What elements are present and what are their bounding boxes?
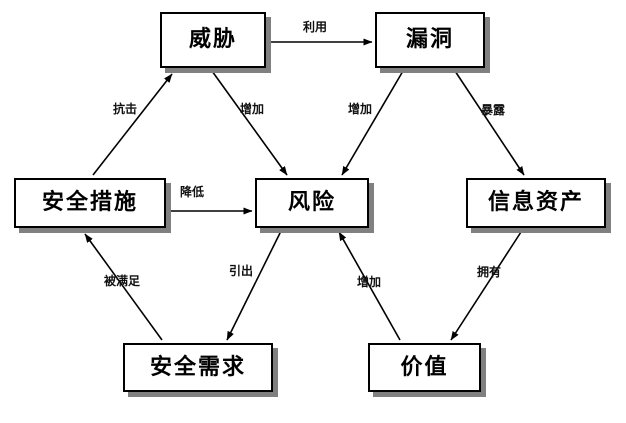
node-risk[interactable]: 风险 (255, 178, 369, 228)
edge-value-increases-risk (338, 231, 401, 341)
edge-requirement-satisfied-by-safeguard (84, 233, 163, 341)
node-safeguard-label: 安全措施 (41, 190, 138, 215)
node-vulnerability-label: 漏洞 (405, 27, 454, 52)
node-requirement[interactable]: 安全需求 (123, 343, 273, 392)
node-asset[interactable]: 信息资产 (466, 178, 606, 228)
node-value[interactable]: 价值 (368, 343, 481, 392)
edge-vulnerability-exposes-asset (454, 70, 525, 176)
node-requirement-label: 安全需求 (149, 354, 246, 380)
node-vulnerability[interactable]: 漏洞 (375, 12, 485, 68)
edge-threat-increases-risk (211, 70, 288, 176)
node-threat[interactable]: 威胁 (160, 12, 266, 68)
node-asset-label: 信息资产 (487, 190, 584, 215)
edge-label-risk-elicits-requirement: 引出 (229, 264, 254, 278)
node-value-label: 价值 (400, 354, 449, 380)
node-risk-label: 风险 (287, 190, 336, 215)
edge-label-asset-has-value: 拥有 (477, 265, 502, 279)
edge-label-threat-exploits-vulnerability: 利用 (303, 20, 328, 34)
node-safeguard[interactable]: 安全措施 (14, 178, 166, 228)
edge-label-requirement-satisfied-by-safeguard: 被满足 (104, 274, 141, 288)
edge-asset-has-value (450, 231, 522, 341)
edge-label-threat-increases-risk: 增加 (240, 102, 265, 116)
node-threat-label: 威胁 (188, 27, 237, 52)
edge-vulnerability-increases-risk (341, 70, 404, 176)
edge-label-safeguard-counters-threat: 抗击 (113, 102, 138, 116)
edge-label-vulnerability-exposes-asset: 暴露 (481, 103, 506, 117)
edge-label-value-increases-risk: 增加 (357, 275, 382, 289)
edge-safeguard-counters-threat (92, 73, 173, 176)
edge-label-safeguard-reduces-risk: 降低 (180, 185, 205, 199)
edge-risk-elicits-requirement (226, 230, 282, 341)
edge-label-vulnerability-increases-risk: 增加 (348, 102, 373, 116)
